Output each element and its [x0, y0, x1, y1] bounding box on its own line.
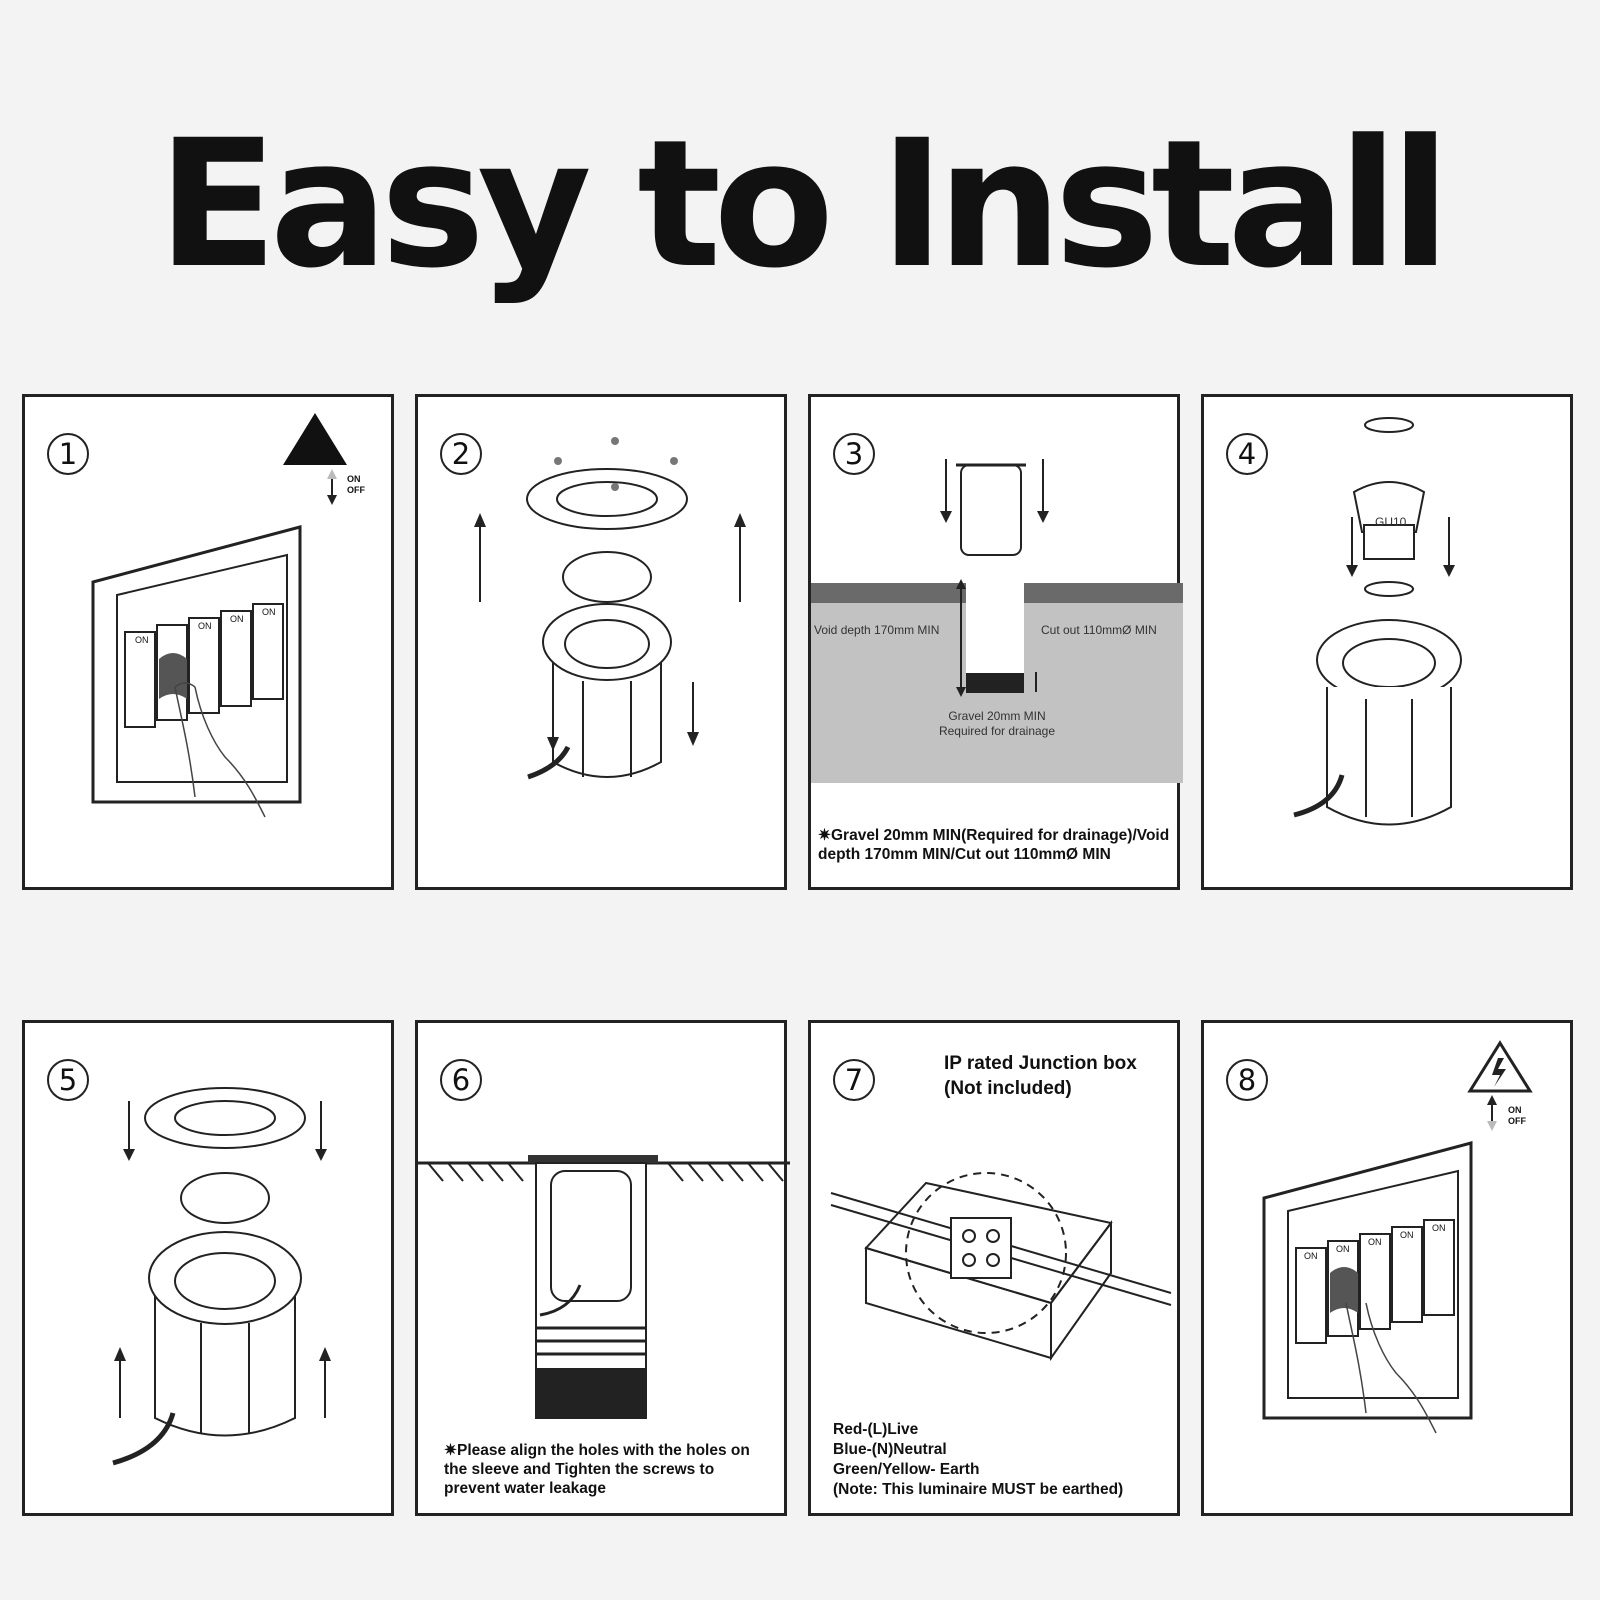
switch-on-label: ON — [347, 474, 361, 484]
bulb-label: GU10 — [1375, 515, 1407, 529]
excavation-diagram — [811, 459, 1183, 783]
step-7-panel: 7 IP rated Junction box (Not included) R… — [808, 1020, 1180, 1516]
step-5-panel: 5 — [22, 1020, 394, 1516]
step-2-panel: 2 — [415, 394, 787, 890]
step-6-panel: 6 ✷Please align the holes with the holes… — [415, 1020, 790, 1516]
step-3-note: ✷Gravel 20mm MIN(Required for drainage)/… — [818, 827, 1170, 863]
breaker-on-label: ON — [1304, 1251, 1318, 1261]
step-3-panel: 3 Void depth 170mm MIN Cut out 110mmØ MI… — [808, 394, 1183, 890]
cut-out-label: Cut out 110mmØ MIN — [1041, 623, 1157, 637]
junction-box-illustration — [830, 1172, 1172, 1362]
bulb-insertion-illustration — [1293, 417, 1462, 826]
step-number-3: 3 — [833, 433, 875, 475]
breaker-on-label: ON — [1432, 1223, 1446, 1233]
page-title: Easy to Install — [157, 102, 1450, 307]
step-number-7: 7 — [833, 1059, 875, 1101]
step-6-note: ✷Please align the holes with the holes o… — [444, 1442, 750, 1497]
step-number-5: 5 — [47, 1059, 89, 1101]
breaker-on-label: ON — [135, 635, 149, 645]
gravel-label: Gravel 20mm MIN — [948, 709, 1046, 723]
breaker-on-label: ON — [1400, 1230, 1414, 1240]
step-number-4: 4 — [1226, 433, 1268, 475]
switch-on-label: ON — [1508, 1105, 1522, 1115]
step-number-1: 1 — [47, 433, 89, 475]
sleeve-fitting-illustration — [112, 1087, 331, 1466]
junction-box-heading: IP rated Junction box — [944, 1053, 1137, 1074]
step-4-panel: 4 GU10 — [1201, 394, 1573, 890]
drainage-label: Required for drainage — [938, 724, 1056, 738]
step-number-6: 6 — [440, 1059, 482, 1101]
switch-off-label: OFF — [1508, 1116, 1526, 1126]
breaker-switch-off-illustration — [91, 413, 347, 818]
step-8-panel: 8 ON OFF ON ON ON ON ON — [1201, 1020, 1573, 1516]
wiring-blue: Blue-(N)Neutral — [833, 1441, 947, 1458]
earthing-note: (Note: This luminaire MUST be earthed) — [833, 1481, 1124, 1498]
step-1-panel: 1 ON OFF ON ON ON ON — [22, 394, 394, 890]
breaker-on-label: ON — [1336, 1244, 1350, 1254]
breaker-on-label: ON — [1368, 1237, 1382, 1247]
step-number-2: 2 — [440, 433, 482, 475]
switch-off-label: OFF — [347, 485, 365, 495]
void-depth-label: Void depth 170mm MIN — [814, 623, 940, 637]
sleeve-assembly-illustration — [474, 437, 746, 780]
installed-sleeve-cross-section — [418, 1155, 790, 1419]
breaker-on-label: ON — [198, 621, 212, 631]
step-number-8: 8 — [1226, 1059, 1268, 1101]
breaker-on-label: ON — [262, 607, 276, 617]
wiring-red: Red-(L)Live — [833, 1421, 919, 1438]
breaker-on-label: ON — [230, 614, 244, 624]
wiring-earth: Green/Yellow- Earth — [833, 1461, 980, 1478]
not-included-label: (Not included) — [944, 1078, 1072, 1099]
breaker-switch-on-illustration — [1262, 1040, 1533, 1434]
